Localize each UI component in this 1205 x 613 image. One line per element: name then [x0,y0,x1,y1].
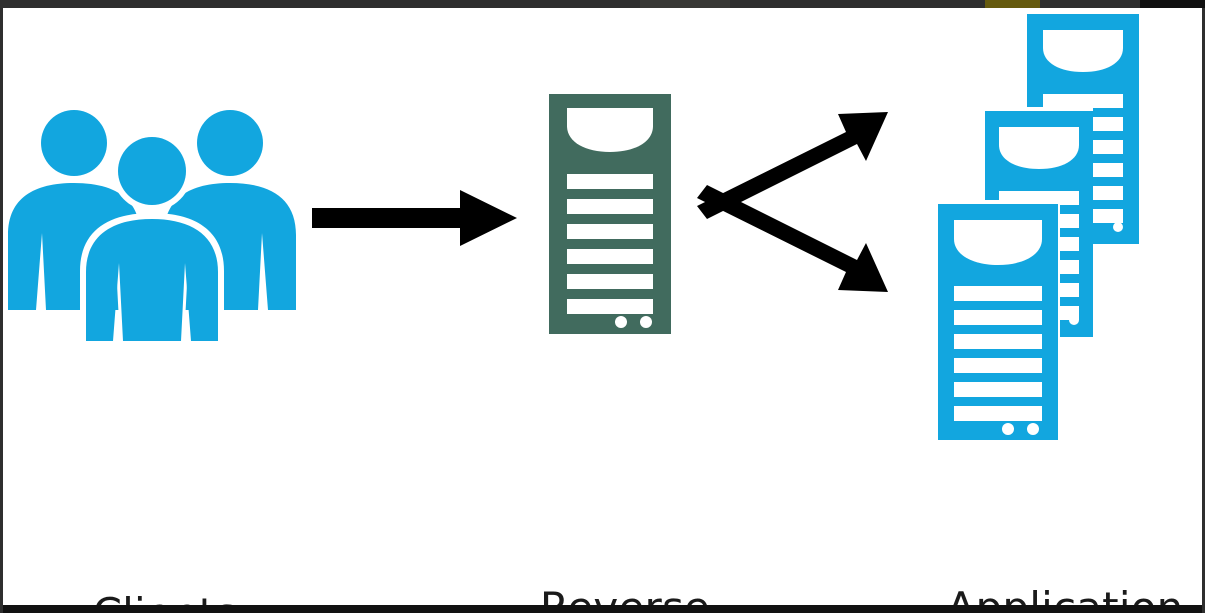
frame-strip-bottom [0,605,1205,613]
label-reverse-proxy: Reverse Proxy [495,480,755,613]
frame-strip-left [0,0,3,613]
label-clients: Clients [35,486,295,613]
reverse-proxy-server-icon [549,94,671,334]
label-application-servers: Application Servers [925,480,1205,613]
frame-noise-2 [985,0,1040,8]
frame-noise-3 [1140,0,1205,8]
clients-group-icon [2,103,302,343]
arrow-clients-to-proxy [312,186,517,250]
arrow-lower [697,185,888,292]
diagram-stage: Clients Reverse Proxy Application Server… [0,8,1205,613]
frame-noise-1 [640,0,730,8]
arrow-proxy-to-app-servers [688,108,888,298]
frame-strip-right [1202,0,1205,613]
server-front [934,200,1060,440]
frame-strip-top [0,0,1205,8]
arrow-upper [697,112,888,219]
application-servers-stack-icon [932,8,1147,448]
